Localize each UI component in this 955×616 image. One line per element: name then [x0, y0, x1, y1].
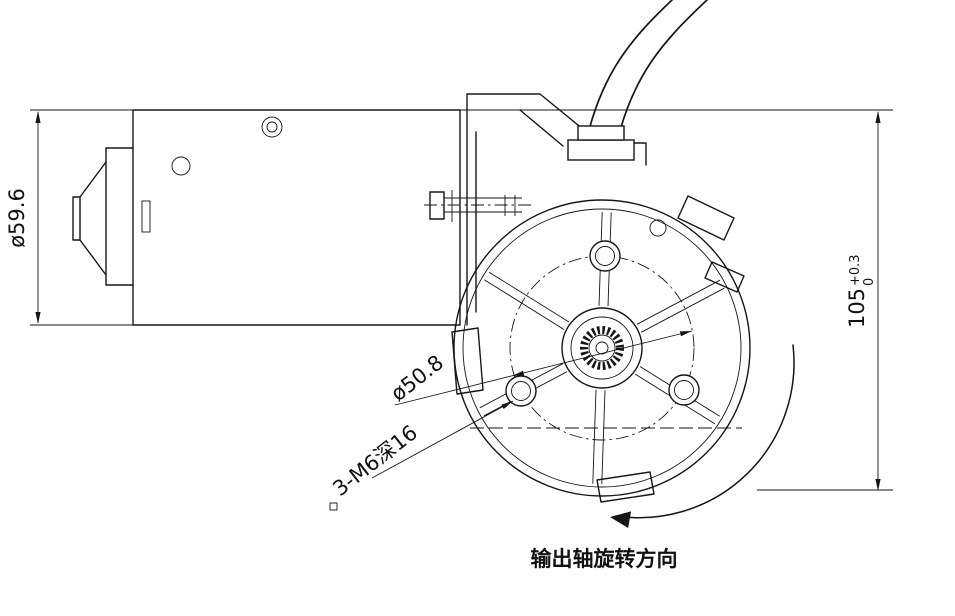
- dimension-motor-diameter: ø59.6: [5, 109, 893, 326]
- mounting-holes: [505, 240, 700, 407]
- housing-tabs: [451, 195, 745, 503]
- vent-hole-icon: [171, 156, 191, 176]
- dimension-overall-height: 105 +0.3 0: [757, 111, 893, 491]
- bolt-circle-label: ø50.8: [386, 350, 448, 406]
- motor-body: [72, 109, 461, 326]
- depth-symbol-icon: [329, 502, 338, 511]
- cable: [585, 0, 708, 143]
- rotation-direction-label: 输出轴旋转方向: [531, 547, 678, 571]
- motor-diameter-label: ø59.6: [5, 188, 29, 248]
- rotation-direction: 输出轴旋转方向: [531, 344, 795, 571]
- overall-height-tol-upper: +0.3: [848, 254, 863, 286]
- housing-boss-hole: [649, 219, 667, 237]
- adjust-bolt: [429, 191, 445, 220]
- dimension-bolt-circle: ø50.8: [386, 330, 693, 406]
- mounting-holes-label: 3-M6深16: [328, 420, 422, 501]
- gear-wheel-housing: [451, 125, 751, 503]
- screw-head-icon: [261, 116, 283, 138]
- rotation-arrow-icon: [610, 511, 632, 528]
- spokes: [479, 211, 725, 485]
- body-slot: [141, 200, 151, 233]
- callout-mounting-holes: 3-M6深16: [328, 400, 514, 511]
- overall-height-value: 105: [845, 288, 869, 328]
- overall-height-tol-lower: 0: [862, 278, 877, 286]
- cable-connector: [567, 139, 635, 161]
- output-shaft-hub: [561, 307, 643, 389]
